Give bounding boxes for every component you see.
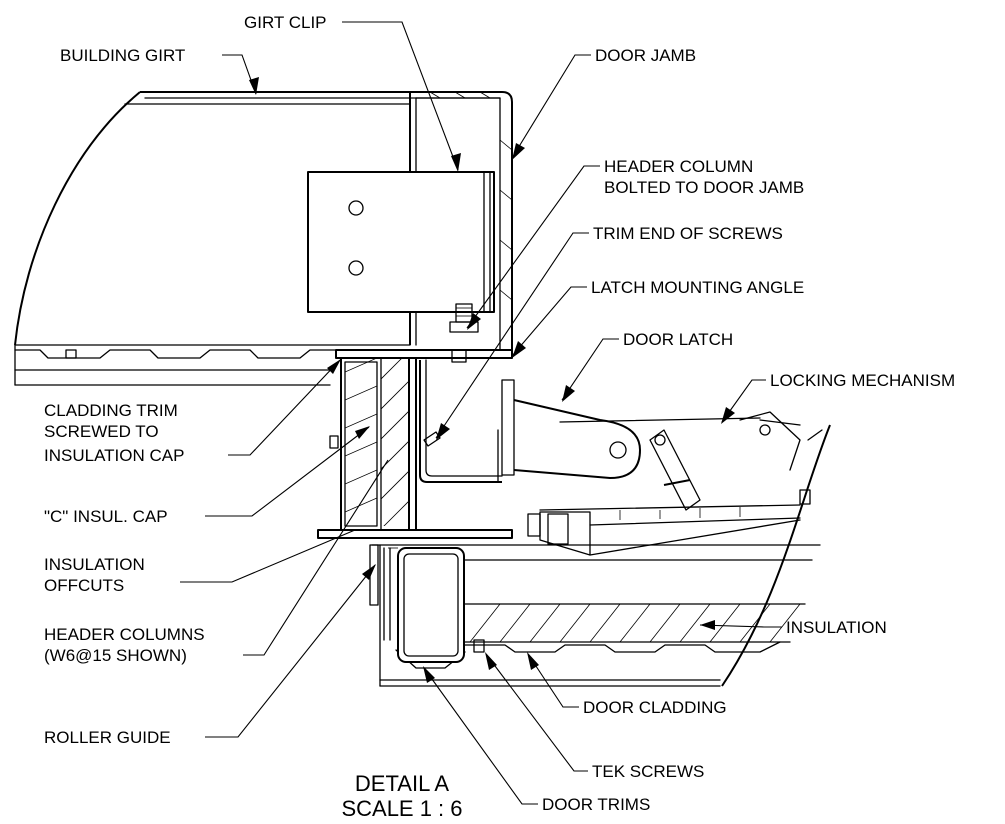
label-trim-end-of-screws: TRIM END OF SCREWS xyxy=(593,224,783,243)
label-header-column-bolted-1: HEADER COLUMN xyxy=(604,157,753,176)
label-insulation-offcuts-2: OFFCUTS xyxy=(44,576,124,595)
label-latch-mounting-angle: LATCH MOUNTING ANGLE xyxy=(591,278,804,297)
label-door-trims: DOOR TRIMS xyxy=(542,795,650,814)
insulation-hatch xyxy=(469,604,801,642)
label-roller-guide: ROLLER GUIDE xyxy=(44,728,171,747)
label-tek-screws: TEK SCREWS xyxy=(592,762,704,781)
header-column xyxy=(317,349,513,539)
label-door-jamb: DOOR JAMB xyxy=(595,46,696,65)
detail-title-line2: SCALE 1 : 6 xyxy=(341,796,462,821)
latch-mounting-angle xyxy=(419,349,515,483)
locking-mechanism xyxy=(527,411,823,556)
label-door-latch: DOOR LATCH xyxy=(623,330,733,349)
insulation-cap xyxy=(329,357,380,531)
label-cladding-trim-3: INSULATION CAP xyxy=(44,446,184,465)
door-jamb xyxy=(410,91,513,353)
roller-guide xyxy=(369,544,485,663)
label-header-columns-1: HEADER COLUMNS xyxy=(44,625,205,644)
label-door-cladding: DOOR CLADDING xyxy=(583,698,727,717)
labels: GIRT CLIP BUILDING GIRT DOOR JAMB HEADER… xyxy=(44,13,955,814)
label-header-columns-2: (W6@15 SHOWN) xyxy=(44,646,187,665)
label-c-insul-cap: "C" INSUL. CAP xyxy=(44,507,168,526)
label-locking-mechanism: LOCKING MECHANISM xyxy=(770,371,955,390)
label-header-column-bolted-2: BOLTED TO DOOR JAMB xyxy=(604,178,804,197)
door-latch xyxy=(513,399,641,479)
detail-title: DETAIL A SCALE 1 : 6 xyxy=(341,771,462,821)
detail-title-line1: DETAIL A xyxy=(355,771,449,796)
leader-lines xyxy=(180,21,782,805)
label-cladding-trim-2: SCREWED TO xyxy=(44,422,159,441)
label-girt-clip: GIRT CLIP xyxy=(244,13,327,32)
label-cladding-trim-1: CLADDING TRIM xyxy=(44,401,178,420)
girt-clip xyxy=(307,171,495,333)
label-insulation: INSULATION xyxy=(786,618,887,637)
label-building-girt: BUILDING GIRT xyxy=(60,46,185,65)
label-insulation-offcuts-1: INSULATION xyxy=(44,555,145,574)
